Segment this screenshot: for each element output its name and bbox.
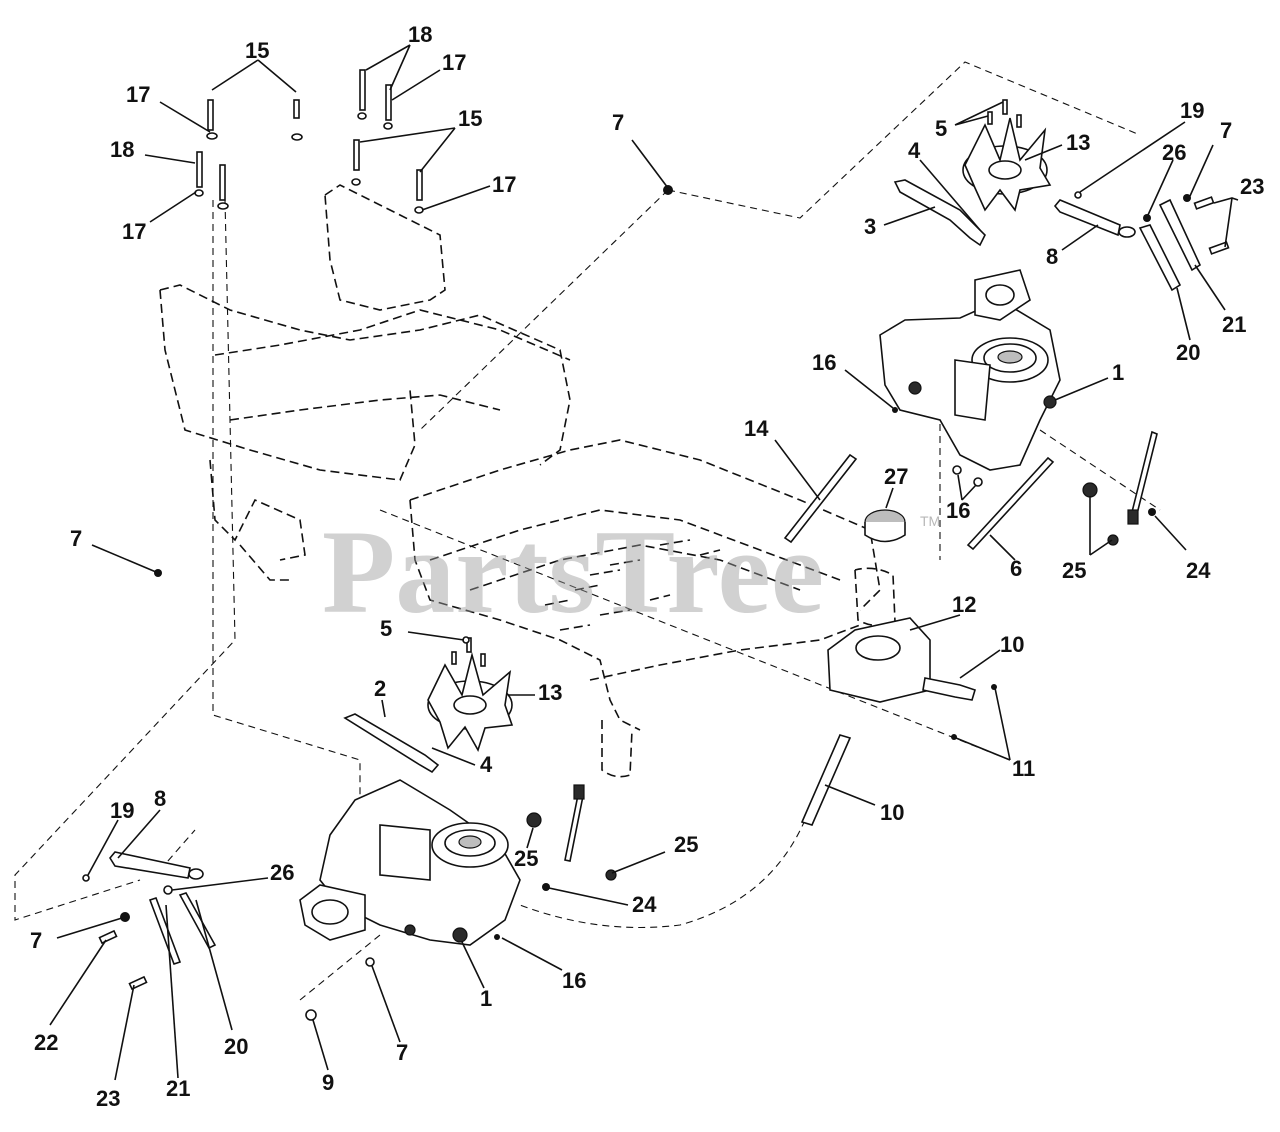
callout-24-lower: 24 bbox=[632, 892, 657, 917]
nut-9 bbox=[305, 1009, 317, 1021]
callout-19-lower: 19 bbox=[110, 798, 134, 823]
callout-16-top: 16 bbox=[812, 350, 836, 375]
nut-7-upper bbox=[1183, 194, 1191, 202]
callout-17-b: 17 bbox=[122, 219, 146, 244]
nut-26-lower bbox=[163, 885, 173, 895]
callout-7-bottom: 7 bbox=[396, 1040, 408, 1065]
callout-12: 12 bbox=[952, 592, 976, 617]
tie-rod-upper bbox=[1082, 430, 1158, 546]
callout-26-top: 26 bbox=[1162, 140, 1186, 165]
callout-7-left: 7 bbox=[70, 526, 82, 551]
callout-19-top: 19 bbox=[1180, 98, 1204, 123]
nut-7-left bbox=[154, 569, 162, 577]
reservoir bbox=[827, 509, 931, 703]
callout-3: 3 bbox=[864, 214, 876, 239]
callout-26-lower: 26 bbox=[270, 860, 294, 885]
bolt-22 bbox=[98, 929, 118, 945]
callout-13-lower: 13 bbox=[538, 680, 562, 705]
transmission-lower bbox=[299, 779, 521, 946]
transmission-upper-right bbox=[879, 269, 1061, 471]
link-lower-21 bbox=[148, 896, 182, 966]
callout-1-top: 1 bbox=[1112, 360, 1124, 385]
bracket-upper bbox=[893, 179, 986, 247]
bolt-23-lower bbox=[128, 975, 148, 991]
fan-lower bbox=[427, 637, 514, 752]
callout-7-top: 7 bbox=[612, 110, 624, 135]
callout-18-a: 18 bbox=[110, 137, 134, 162]
callout-24-top: 24 bbox=[1186, 558, 1211, 583]
callout-21-top: 21 bbox=[1222, 312, 1246, 337]
callout-6: 6 bbox=[1010, 556, 1022, 581]
callout-9: 9 bbox=[322, 1070, 334, 1095]
cylinder-upper bbox=[1053, 191, 1136, 238]
link-upper-20 bbox=[1138, 224, 1182, 292]
rod-6 bbox=[966, 456, 1055, 551]
callout-22: 22 bbox=[34, 1030, 58, 1055]
callout-14: 14 bbox=[744, 416, 769, 441]
callout-5-lower: 5 bbox=[380, 616, 392, 641]
callout-15-top-left: 15 bbox=[245, 38, 269, 63]
callout-25-lower-a: 25 bbox=[514, 846, 538, 871]
callout-7-top-right: 7 bbox=[1220, 118, 1232, 143]
chassis-frame bbox=[159, 184, 896, 778]
callout-5-top: 5 bbox=[935, 116, 947, 141]
rod-14 bbox=[783, 453, 858, 544]
leader-lines bbox=[49, 44, 1239, 1081]
watermark: PartsTree bbox=[322, 505, 824, 638]
callout-23-top: 23 bbox=[1240, 174, 1264, 199]
cylinder-lower bbox=[82, 851, 204, 882]
callout-8-top: 8 bbox=[1046, 244, 1058, 269]
callout-17-d: 17 bbox=[492, 172, 516, 197]
clip-11a bbox=[991, 684, 997, 690]
callout-13-top: 13 bbox=[1066, 130, 1090, 155]
callout-8-lower: 8 bbox=[154, 786, 166, 811]
nut-7-top bbox=[663, 185, 673, 195]
nut-16-mid-a bbox=[952, 465, 962, 475]
watermark-trademark: TM bbox=[920, 513, 940, 529]
fasteners-top-left bbox=[194, 69, 424, 214]
nut-26-upper bbox=[1143, 214, 1151, 222]
link-upper-21 bbox=[1158, 198, 1202, 272]
callout-4-lower: 4 bbox=[480, 752, 493, 777]
callout-16-mid: 16 bbox=[946, 498, 970, 523]
fan-upper bbox=[962, 99, 1052, 212]
link-lower-20 bbox=[178, 892, 217, 950]
callout-10-upper: 10 bbox=[1000, 632, 1024, 657]
callout-16-lower: 16 bbox=[562, 968, 586, 993]
callouts: 15 17 18 17 18 17 15 17 7 5 13 4 3 8 19 … bbox=[30, 22, 1264, 1111]
nut-7-lower bbox=[120, 912, 130, 922]
callout-25-top: 25 bbox=[1062, 558, 1086, 583]
callout-23-lower: 23 bbox=[96, 1086, 120, 1111]
callout-10-lower: 10 bbox=[880, 800, 904, 825]
bracket-lower bbox=[343, 713, 440, 774]
callout-25-lower-b: 25 bbox=[674, 832, 698, 857]
callout-7-lower-left: 7 bbox=[30, 928, 42, 953]
callout-27: 27 bbox=[884, 464, 908, 489]
callout-21-lower: 21 bbox=[166, 1076, 190, 1101]
callout-17-c: 17 bbox=[442, 50, 466, 75]
callout-20-lower: 20 bbox=[224, 1034, 248, 1059]
callout-15-b: 15 bbox=[458, 106, 482, 131]
nut-7-bottom bbox=[365, 957, 375, 967]
callout-11: 11 bbox=[1012, 756, 1035, 781]
bolt-23a bbox=[1193, 196, 1215, 210]
callout-4-top: 4 bbox=[908, 138, 921, 163]
nut-16-mid-b bbox=[973, 477, 983, 487]
callout-2: 2 bbox=[374, 676, 386, 701]
callout-17-a: 17 bbox=[126, 82, 150, 107]
callout-1-lower: 1 bbox=[480, 986, 492, 1011]
fitting-10-upper bbox=[922, 677, 976, 701]
clip-11b bbox=[951, 734, 957, 740]
callout-20-top: 20 bbox=[1176, 340, 1200, 365]
callout-18-b: 18 bbox=[408, 22, 432, 47]
bolt-23b bbox=[1208, 241, 1230, 255]
hose-10-lower bbox=[800, 734, 852, 826]
tie-rod-lower bbox=[526, 784, 617, 891]
